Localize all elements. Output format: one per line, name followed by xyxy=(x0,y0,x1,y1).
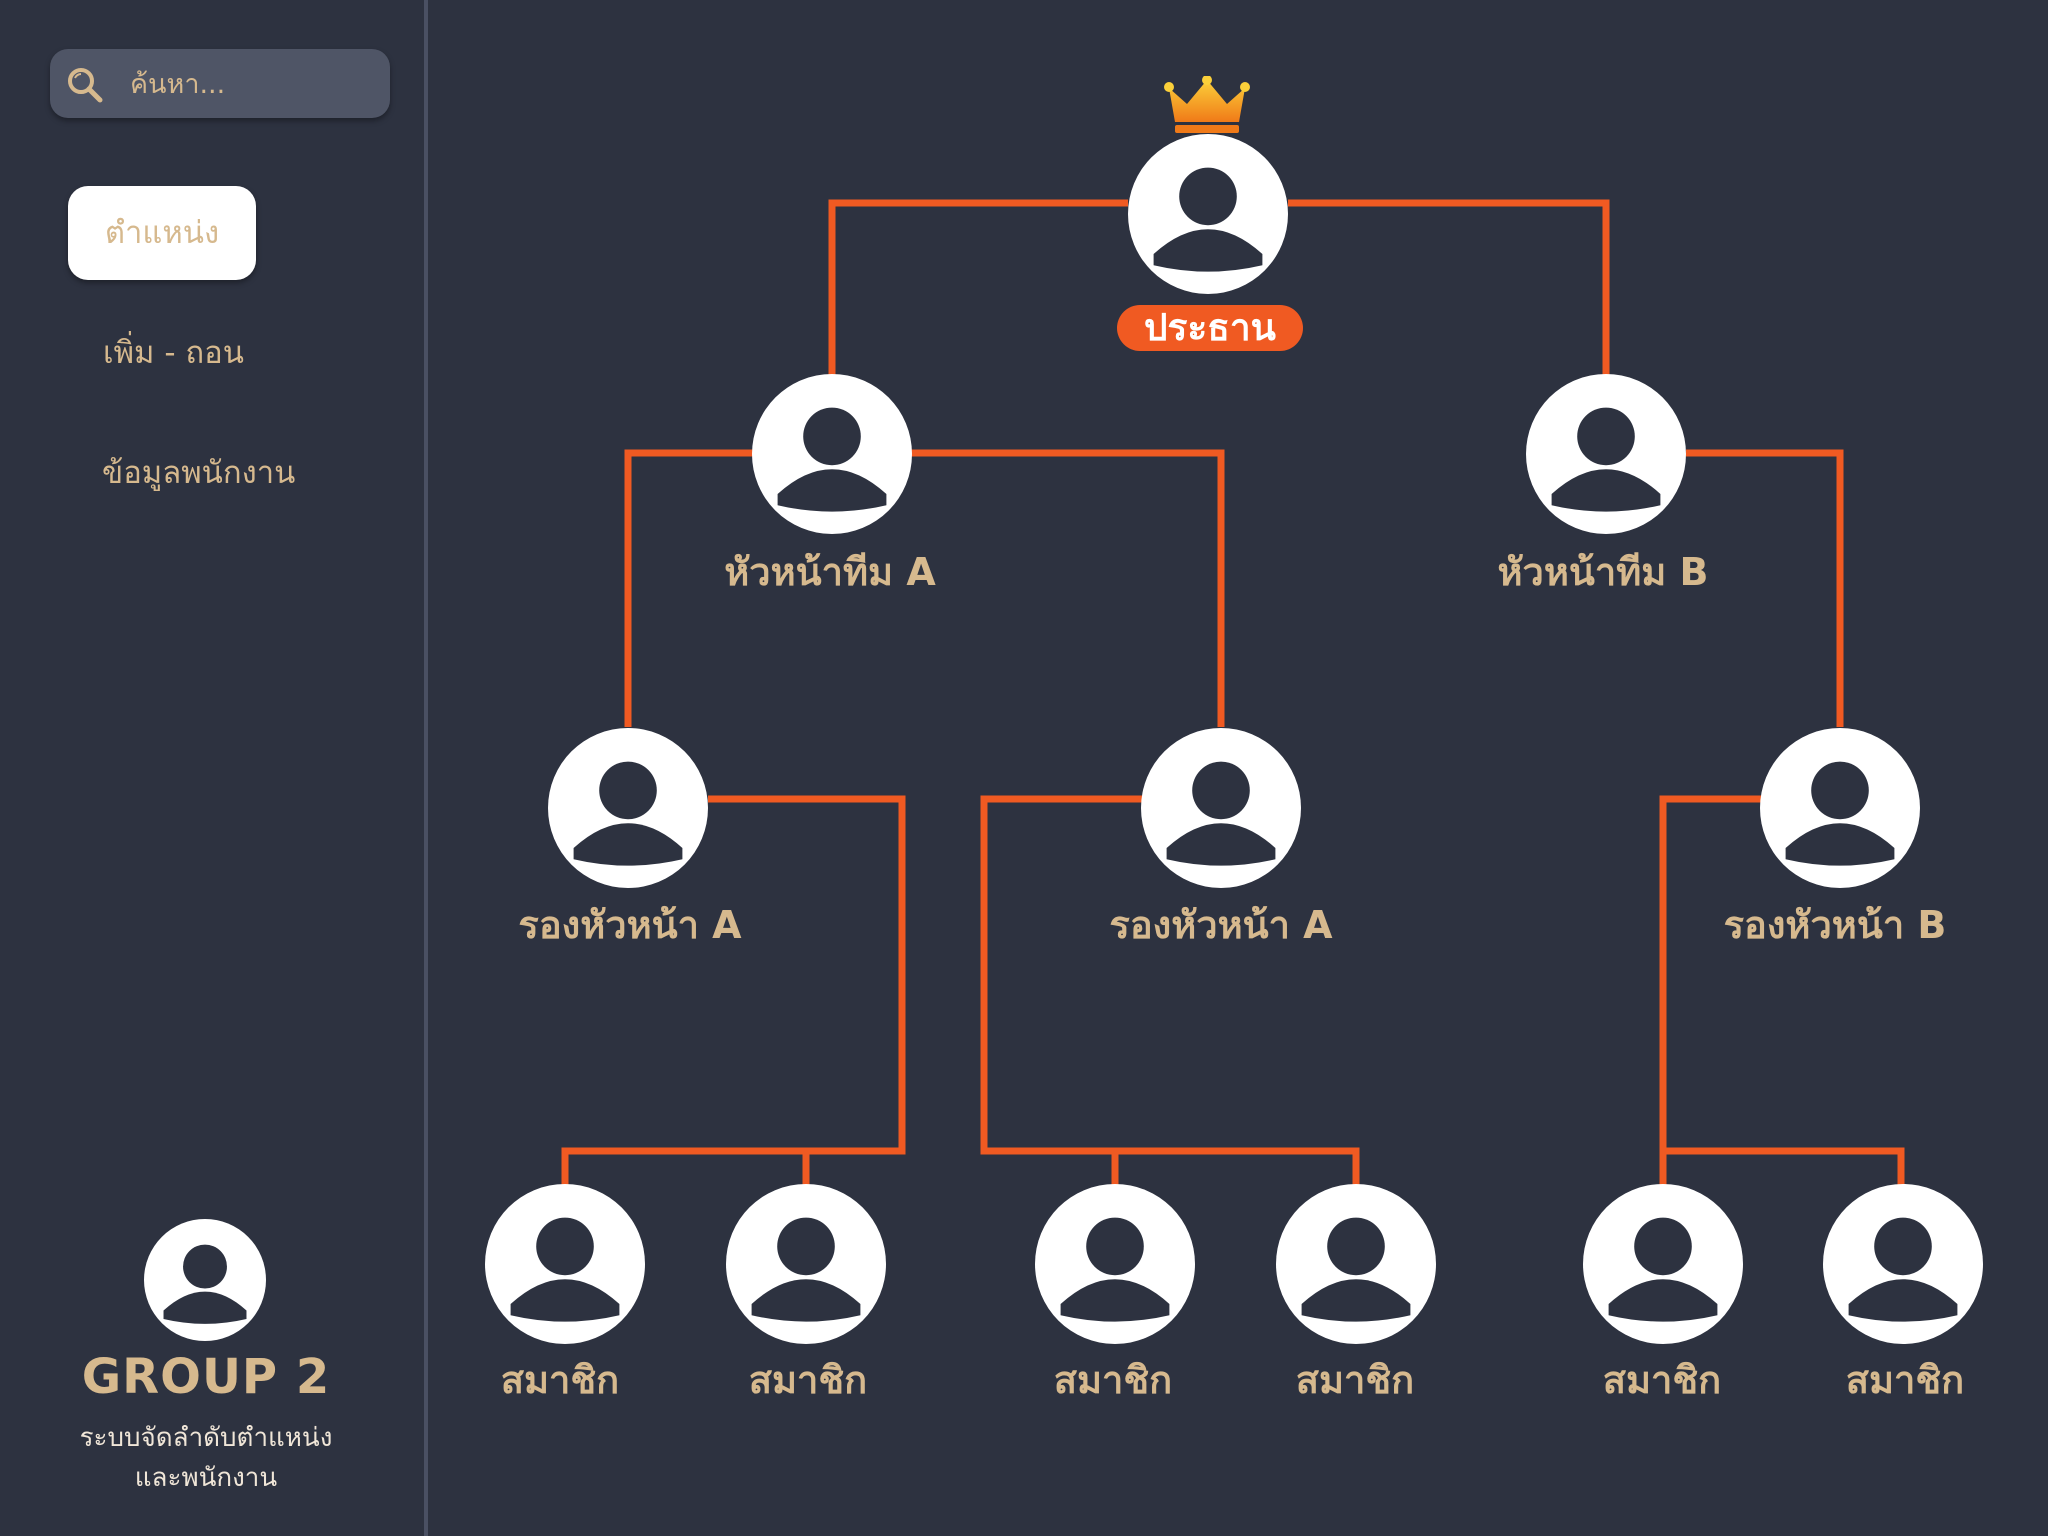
avatar-deputy-a1[interactable] xyxy=(548,728,708,888)
avatar-deputy-a2[interactable] xyxy=(1141,728,1301,888)
avatar-member-3[interactable] xyxy=(1035,1184,1195,1344)
brand-avatar-icon xyxy=(144,1219,266,1341)
avatar-member-2[interactable] xyxy=(726,1184,886,1344)
avatar-member-6[interactable] xyxy=(1823,1184,1983,1344)
nav-item-add-remove-label: เพิ่ม - ถอน xyxy=(103,335,244,371)
avatar-leader-a[interactable] xyxy=(752,374,912,534)
nav-item-position-label: ตำแหน่ง xyxy=(104,215,220,251)
label-member-4: สมาชิก xyxy=(1295,1358,1415,1402)
label-member-6: สมาชิก xyxy=(1845,1358,1965,1402)
nav-item-employee-info[interactable]: ข้อมูลพนักงาน xyxy=(102,447,295,497)
label-member-5: สมาชิก xyxy=(1602,1358,1722,1402)
avatar-member-5[interactable] xyxy=(1583,1184,1743,1344)
search-input[interactable] xyxy=(128,61,372,107)
brand-tagline-line1: ระบบจัดลำดับตำแหน่ง xyxy=(79,1423,333,1453)
brand-tagline-line2: และพนักงาน xyxy=(134,1463,278,1493)
connector-leader-b-deputy-b xyxy=(1686,449,1844,727)
connector-president-leader-b xyxy=(1288,199,1610,376)
brand-name: GROUP 2 xyxy=(81,1349,331,1405)
connector-deputy-a1-members xyxy=(561,795,906,1185)
brand-tagline: ระบบจัดลำดับตำแหน่ง และพนักงาน xyxy=(56,1418,356,1498)
label-member-3: สมาชิก xyxy=(1053,1358,1173,1402)
label-deputy-a2: รองหัวหน้า A xyxy=(1109,903,1333,947)
president-badge: ประธาน xyxy=(1117,305,1303,351)
avatar-deputy-b[interactable] xyxy=(1760,728,1920,888)
avatar-member-4[interactable] xyxy=(1276,1184,1436,1344)
search-icon xyxy=(68,68,103,103)
avatar-member-1[interactable] xyxy=(485,1184,645,1344)
connector-president-leader-a xyxy=(828,199,1128,376)
search-box[interactable] xyxy=(50,49,390,118)
avatar-leader-b[interactable] xyxy=(1526,374,1686,534)
connector-deputy-a2-members xyxy=(980,795,1360,1185)
avatar-president[interactable] xyxy=(1128,134,1288,294)
label-deputy-a1: รองหัวหน้า A xyxy=(518,903,742,947)
label-deputy-b: รองหัวหน้า B xyxy=(1723,903,1947,947)
nav-item-add-remove[interactable]: เพิ่ม - ถอน xyxy=(103,327,244,377)
nav-item-employee-info-label: ข้อมูลพนักงาน xyxy=(102,455,296,491)
connector-leader-a-deputy-a2 xyxy=(910,449,1225,727)
label-leader-b: หัวหน้าทีม B xyxy=(1497,550,1709,594)
connector-leader-a-deputy-a1 xyxy=(624,449,756,727)
label-member-1: สมาชิก xyxy=(500,1358,620,1402)
label-member-2: สมาชิก xyxy=(748,1358,868,1402)
nav-item-position[interactable]: ตำแหน่ง xyxy=(68,186,256,280)
sidebar: ตำแหน่ง เพิ่ม - ถอน ข้อมูลพนักงาน GROUP … xyxy=(0,0,428,1536)
crown-icon xyxy=(1164,76,1250,133)
label-leader-a: หัวหน้าทีม A xyxy=(724,550,936,594)
